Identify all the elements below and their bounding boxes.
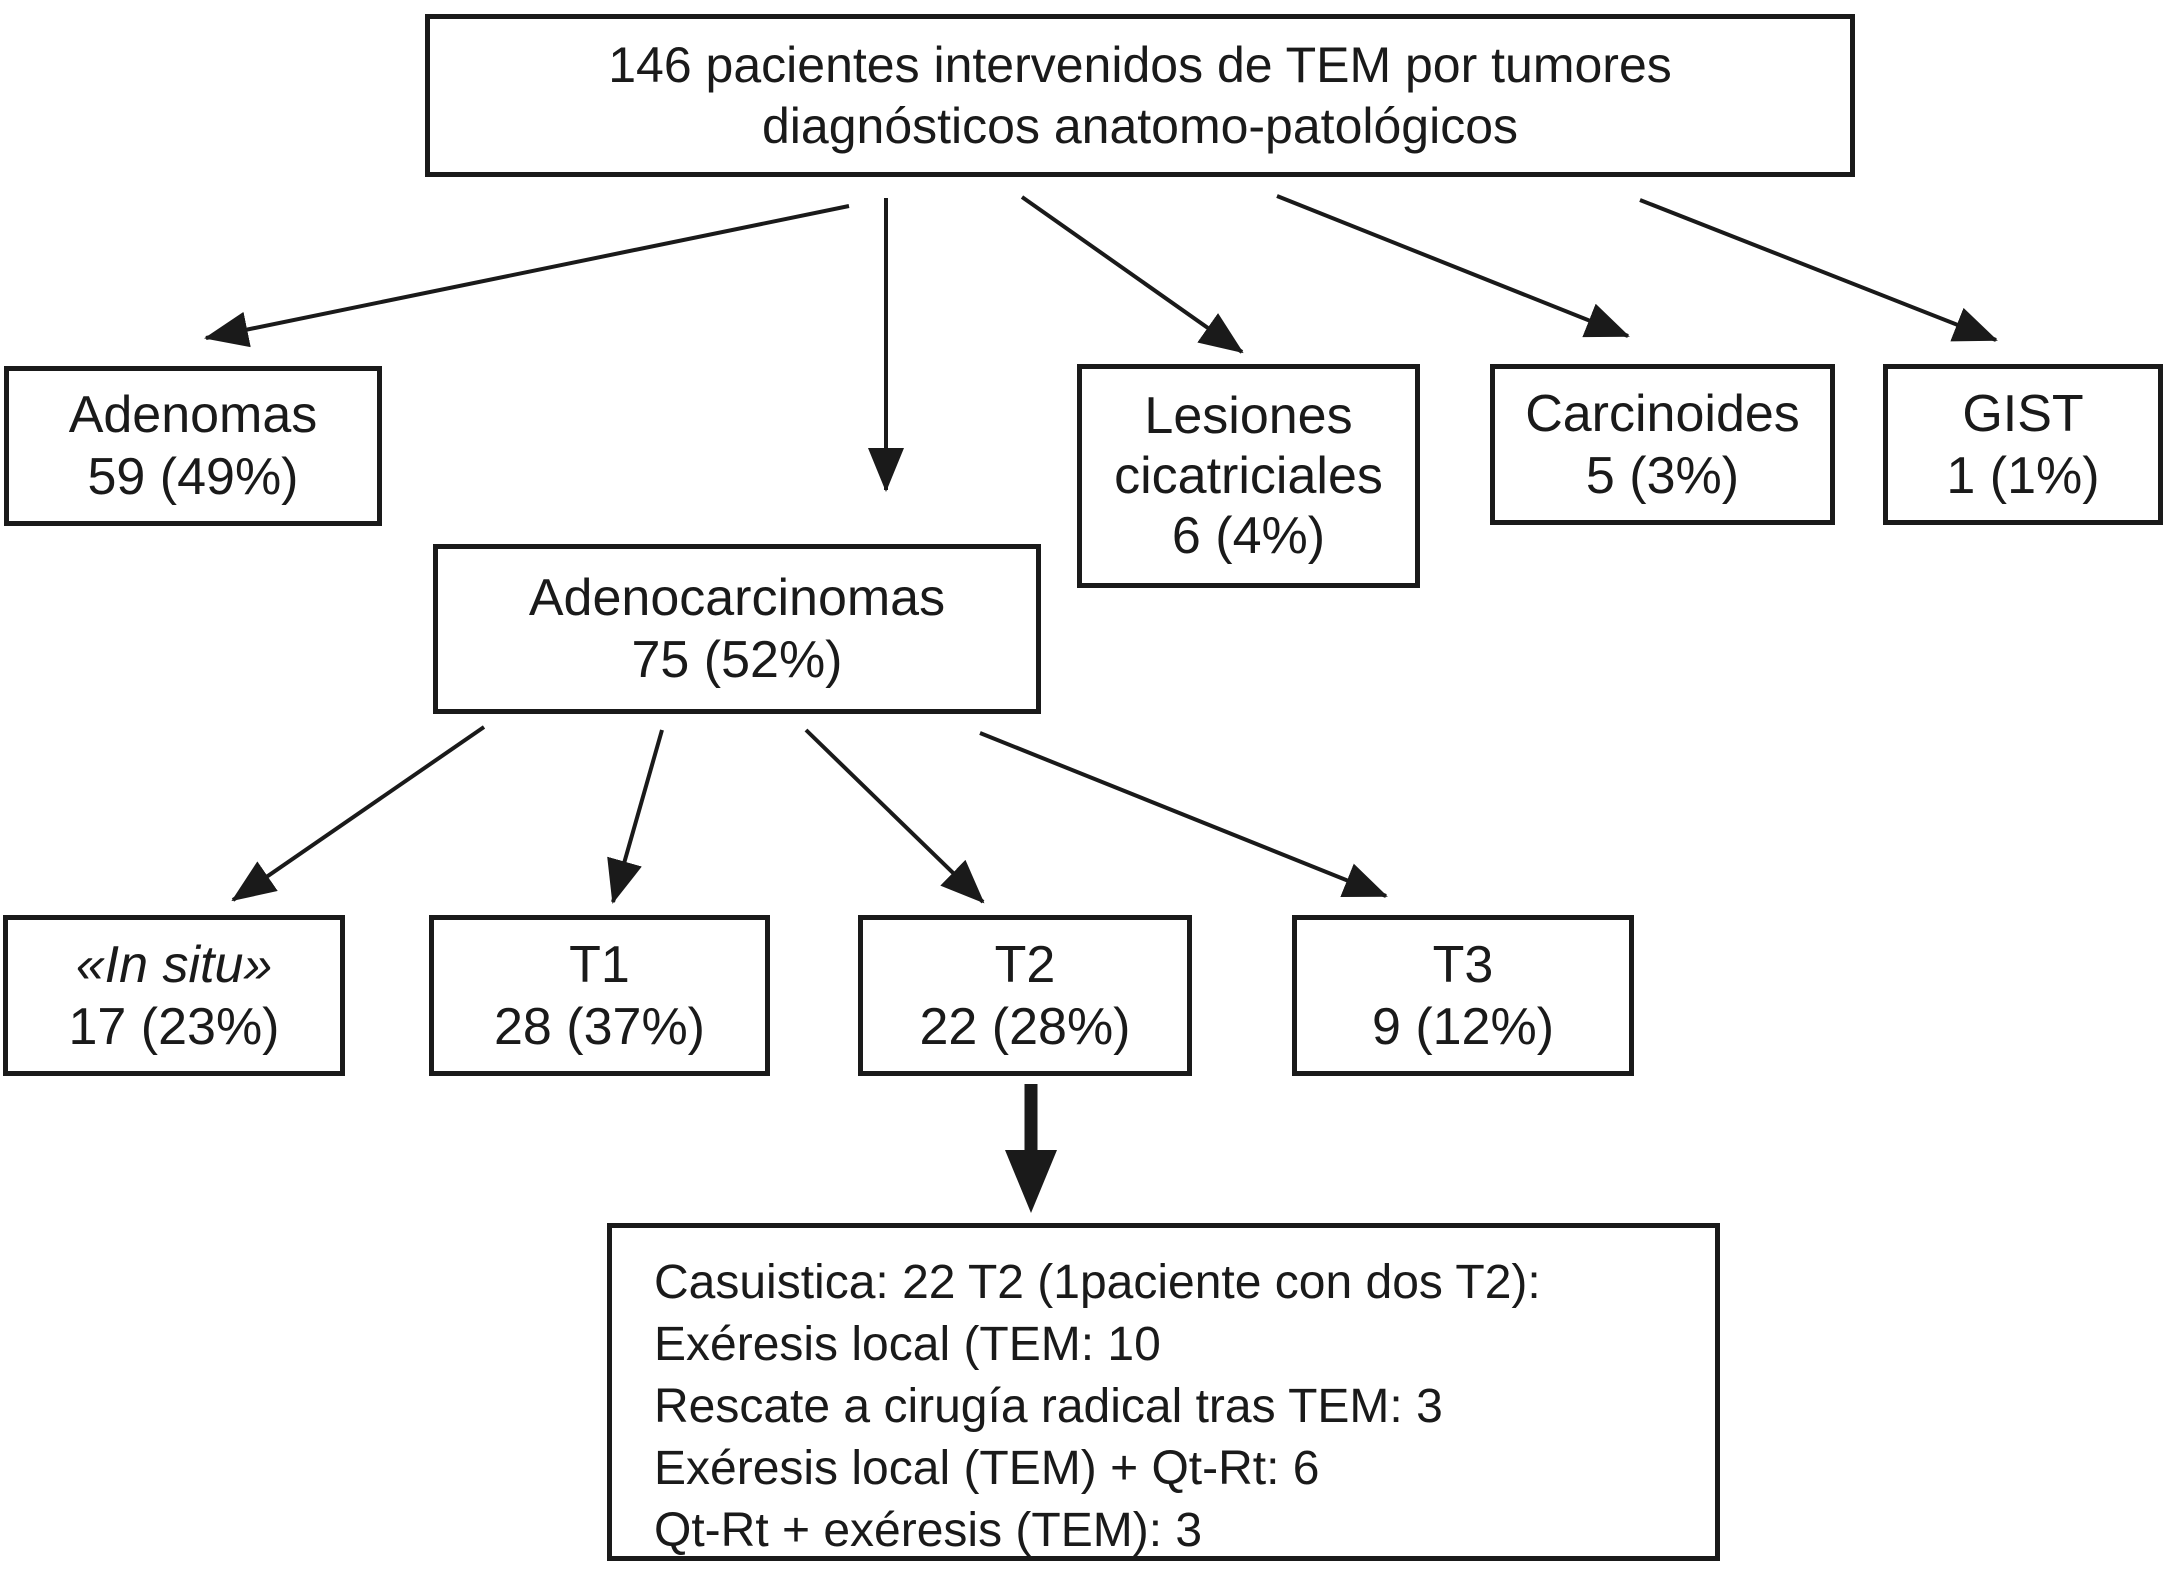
arrow-root-to-gist <box>1639 198 1998 342</box>
arrow-adk-to-t2 <box>804 728 985 904</box>
carcinoides-label: Carcinoides <box>1525 384 1800 443</box>
insitu-label: «In situ» <box>75 935 273 994</box>
root-line1: 146 pacientes intervenidos de TEM por tu… <box>608 36 1672 93</box>
node-adenocarcinomas: Adenocarcinomas 75 (52%) <box>433 544 1041 714</box>
node-adenomas: Adenomas 59 (49%) <box>4 366 382 526</box>
node-gist: GIST 1 (1%) <box>1883 364 2163 525</box>
arrow-root-to-adenomas <box>204 204 850 348</box>
lesiones-line1: Lesiones <box>1144 387 1353 445</box>
gist-count: 1 (1%) <box>1946 446 2100 505</box>
arrow-adk-to-insitu <box>231 725 486 902</box>
node-lesiones: Lesiones cicatriciales 6 (4%) <box>1077 364 1420 588</box>
t1-label: T1 <box>569 935 630 994</box>
lesiones-line2: cicatriciales <box>1114 447 1383 505</box>
node-insitu: «In situ» 17 (23%) <box>3 915 345 1076</box>
t2-label: T2 <box>994 935 1056 994</box>
node-casuistica: Casuistica: 22 T2 (1paciente con dos T2)… <box>607 1223 1720 1561</box>
casuistica-line1: Casuistica: 22 T2 (1paciente con dos T2)… <box>654 1256 1541 1309</box>
arrow-adk-to-t1 <box>607 729 664 904</box>
carcinoides-count: 5 (3%) <box>1585 446 1740 505</box>
insitu-count: 17 (23%) <box>68 997 280 1056</box>
node-t3: T3 9 (12%) <box>1292 915 1634 1076</box>
thick-arrow-t2-to-casuistica <box>1005 1084 1057 1213</box>
t2-count: 22 (28%) <box>919 997 1131 1056</box>
arrow-adk-to-t3 <box>979 731 1388 898</box>
casuistica-line2: Exéresis local (TEM: 10 <box>654 1318 1161 1371</box>
arrow-root-to-carcinoides <box>1276 194 1630 338</box>
t3-label: T3 <box>1432 935 1494 994</box>
node-carcinoides: Carcinoides 5 (3%) <box>1490 364 1835 525</box>
root-line2: diagnósticos anatomo-patológicos <box>761 97 1519 154</box>
adenocarcinomas-label: Adenocarcinomas <box>528 569 946 627</box>
casuistica-line4: Exéresis local (TEM) + Qt-Rt: 6 <box>654 1442 1320 1495</box>
adenomas-label: Adenomas <box>68 386 318 444</box>
gist-label: GIST <box>1962 384 2084 443</box>
casuistica-line5: Qt-Rt + exéresis (TEM): 3 <box>654 1504 1203 1557</box>
t3-count: 9 (12%) <box>1371 997 1555 1056</box>
lesiones-count: 6 (4%) <box>1171 507 1326 565</box>
adenocarcinomas-count: 75 (52%) <box>631 631 843 689</box>
casuistica-line3: Rescate a cirugía radical tras TEM: 3 <box>654 1380 1443 1433</box>
node-t2: T2 22 (28%) <box>858 915 1192 1076</box>
arrow-root-to-lesiones <box>1020 195 1244 354</box>
node-root: 146 pacientes intervenidos de TEM por tu… <box>425 14 1855 177</box>
node-t1: T1 28 (37%) <box>429 915 770 1076</box>
adenomas-count: 59 (49%) <box>87 448 299 506</box>
t1-count: 28 (37%) <box>494 997 705 1056</box>
